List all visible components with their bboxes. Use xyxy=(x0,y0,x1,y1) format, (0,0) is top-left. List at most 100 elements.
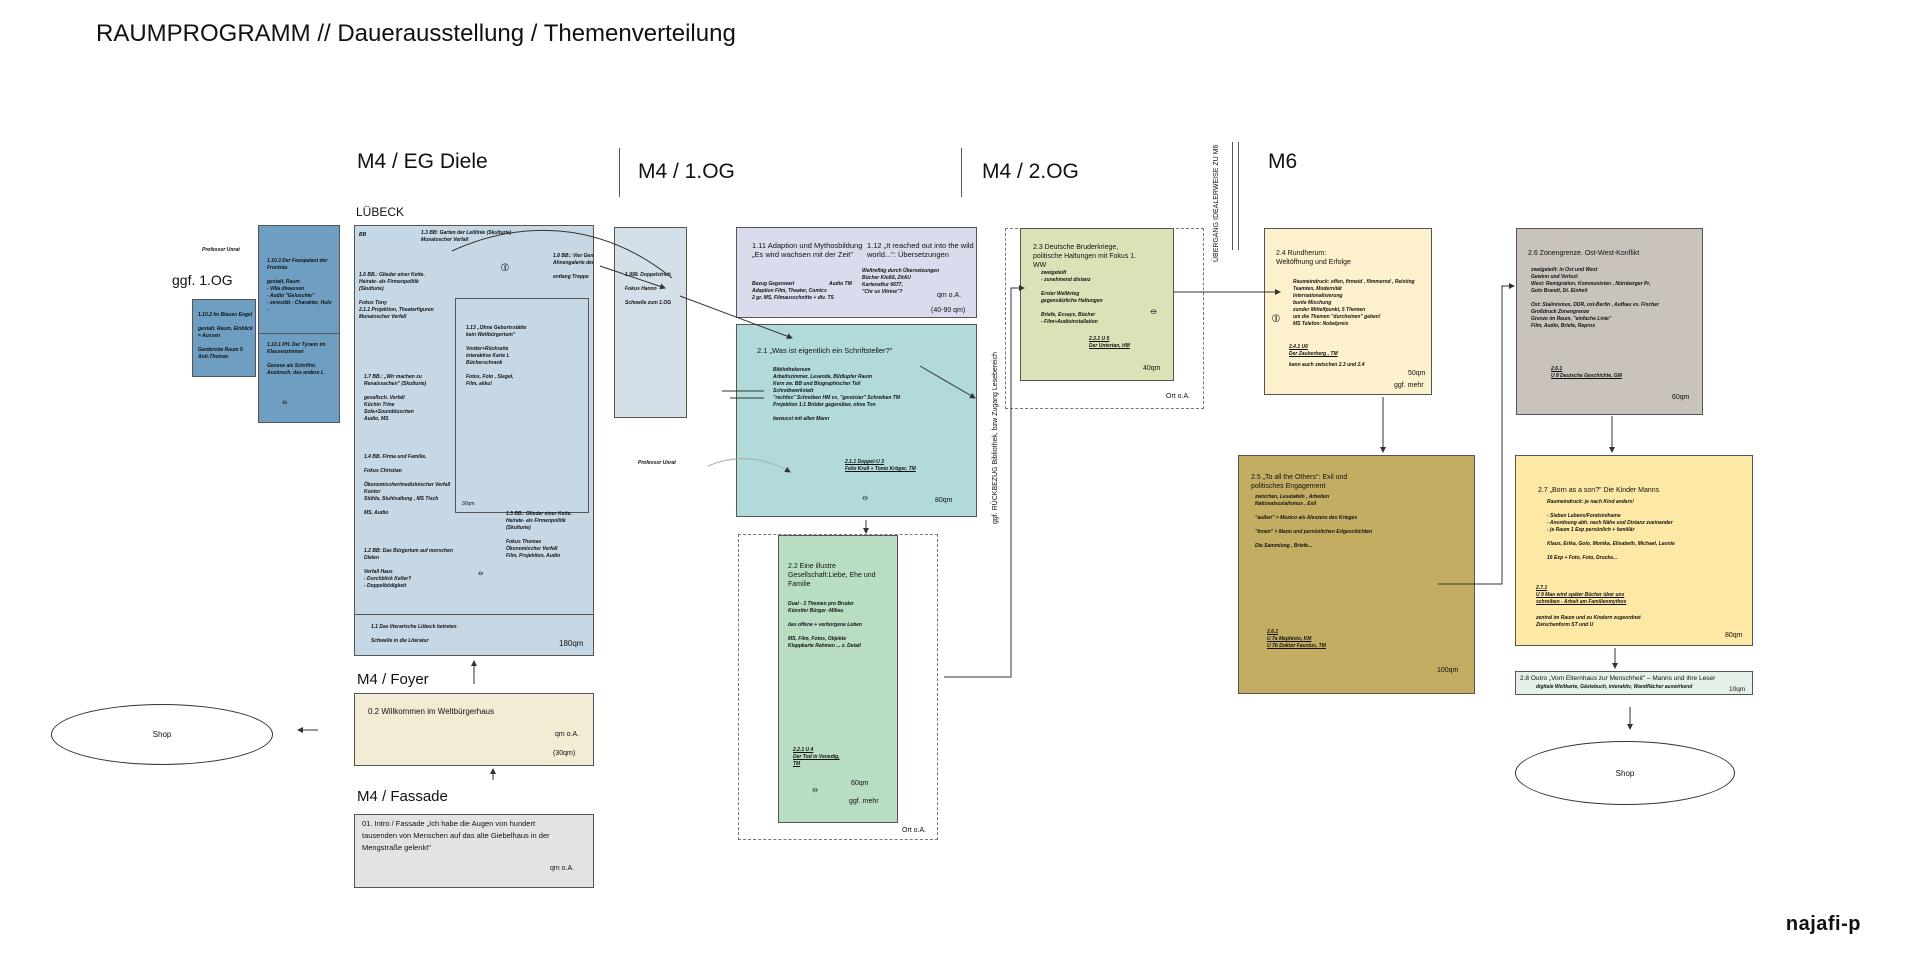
room-2-6-title: 2.6 Zonengrenze. Ost-West-Konflikt xyxy=(1528,250,1640,257)
room-2-4-note: kann auch zwischen 2.3 und 2.4 xyxy=(1289,362,1365,368)
room-1-3-text: 1.3 BB: Garten der Leitlinie (Skulturie)… xyxy=(421,230,512,243)
room-2-6[interactable]: 2.6 Zonengrenze. Ost-West-Konflikt zweig… xyxy=(1516,228,1703,415)
professor-unrat-label: Professor Unrat xyxy=(202,247,240,253)
room-2-8-area: 10qm xyxy=(1729,686,1746,693)
visit-icon: ⦵ xyxy=(861,492,870,503)
floor-heading-fassade: M4 / Fassade xyxy=(357,788,448,805)
room-eg-diele[interactable]: BB 1.3 BB: Garten der Leitlinie (Skultur… xyxy=(354,225,594,656)
room-01-intro-area: qm o.A. xyxy=(550,865,575,872)
room-1-8-text: 1.8 BB.: Vier Generationen: Die Ahnengal… xyxy=(553,253,594,280)
room-1-13[interactable]: 1.13 „Ohne Geburtsstätte kein Weltbürger… xyxy=(455,298,589,513)
room-2-7-text: Raumeindruck: je nach Kind anders! - Sie… xyxy=(1547,499,1675,561)
room-2-5-link[interactable]: 2.6.1 U 7a Mephisto, KM U 7b Doktor Faus… xyxy=(1267,629,1326,649)
room-2-1-area: 80qm xyxy=(935,497,953,504)
shop-right[interactable]: Shop xyxy=(1515,741,1735,805)
visit-icon: ⦵ xyxy=(477,567,485,577)
shop-left[interactable]: Shop xyxy=(51,704,273,765)
room-2-3-link[interactable]: 2.3.1 U 5 Der Untertan, HM xyxy=(1089,336,1130,349)
luebeck-label: LÜBECK xyxy=(356,205,405,219)
eg-bb-label: BB xyxy=(359,232,367,238)
arrow-1999-to-2-1 xyxy=(679,295,793,340)
logo: najafi-p xyxy=(1785,913,1861,935)
room-2-7-title: 2.7 „Born as a son?" Die Kinder Manns xyxy=(1538,487,1660,494)
room-2-3-text: zweigeteilt - zunehmend distanz Erster W… xyxy=(1041,270,1103,325)
arrow-eg-to-1999 xyxy=(599,265,666,290)
dashed-area-og1 xyxy=(738,534,938,840)
room-2-5[interactable]: 2.5 „To all the Others": Exil und politi… xyxy=(1238,455,1475,694)
room-1-2-text: 1.2 BB: Das Bürgertum auf morschen Diele… xyxy=(364,548,453,589)
room-1-10-2-text: 1.10.2 Im Blauen Engel gestalt. Raum, Ei… xyxy=(198,312,253,360)
separator-line xyxy=(1238,142,1239,250)
room-2-3-title: 2.3 Deutsche Bruderkriege, politische Ha… xyxy=(1033,244,1137,269)
room-2-4-title: 2.4 Rundherum: Weltöffnung und Erfolge xyxy=(1276,250,1351,266)
room-2-1-link[interactable]: 2.1.1 Doppel-U 3 Felix Krull + Tonio Krö… xyxy=(845,459,916,472)
room-2-4[interactable]: 2.4 Rundherum: Weltöffnung und Erfolge R… xyxy=(1264,228,1432,395)
room-1-13-area: 30qm xyxy=(462,501,475,507)
floor-heading-m4-1og: M4 / 1.OG xyxy=(638,160,735,183)
room-2-3[interactable]: 2.3 Deutsche Bruderkriege, politische Ha… xyxy=(1020,228,1174,381)
room-1-11-title: 1.11 Adaption und Mythosbildung „Es wird… xyxy=(752,241,863,259)
ggf-1og-label: ggf. 1.OG xyxy=(172,272,233,288)
room-2-6-area: 60qm xyxy=(1672,394,1690,401)
room-1-999[interactable]: 1.999. Doppelstrich Fokus Hanno Schwelle… xyxy=(614,227,687,418)
room-2-2-title: 2.2 Eine illustre Gesellschaft:Liebe, Eh… xyxy=(788,563,876,588)
room-2-6-link[interactable]: 2.6.1 U 8 Deutsche Geschichte, GM xyxy=(1551,366,1622,379)
page-title: RAUMPROGRAMM // Dauerausstellung / Theme… xyxy=(96,20,736,47)
room-1-11-text: Bezug Gegenwart Adaption Film, Theater, … xyxy=(752,281,834,301)
room-2-2-text: Dual - 3 Themen pro Bruder Künstler Bürg… xyxy=(788,601,862,649)
room-1-4-text: 1.4 BB. Firma und Familie. Fokus Christi… xyxy=(364,454,451,516)
room-2-7[interactable]: 2.7 „Born as a son?" Die Kinder Manns Ra… xyxy=(1515,455,1753,646)
arrow-2-5-to-2-6 xyxy=(1438,283,1515,585)
visit-icon: ⦶ xyxy=(501,262,509,274)
room-1-13-text: 1.13 „Ohne Geburtsstätte kein Weltbürger… xyxy=(466,325,527,387)
room-1-12-text: Weltrefbig durch Übersetzungen Bücher Kl… xyxy=(862,268,940,295)
room-01-intro[interactable]: 01. Intro / Fassade „Ich habe die Augen … xyxy=(354,814,594,888)
floor-heading-foyer: M4 / Foyer xyxy=(357,671,429,688)
room-2-4-area-note: ggf. mehr xyxy=(1394,382,1424,389)
floor-heading-m4-2og: M4 / 2.OG xyxy=(982,160,1079,183)
room-1-10-3-text: 1.10.3 Der Feenpalast der Fronträu gesta… xyxy=(267,258,332,313)
separator-line xyxy=(961,148,962,197)
arrow-1-11-to-2-1 xyxy=(919,365,976,399)
room-0-2-area-range: (30qm) xyxy=(553,750,576,757)
room-2-3-area: 40qm xyxy=(1143,365,1161,372)
room-2-1-title: 2.1 „Was ist eigentlich ein Schriftstell… xyxy=(757,346,893,355)
arrow-professor-curve xyxy=(707,458,791,473)
room-1-10-1-text: 1.10.1 PH. Der Tyrann im Klassenzimmer G… xyxy=(267,342,326,376)
room-2-7-note: zentral im Raum und zu Kindern zugeordne… xyxy=(1536,615,1641,628)
room-2-5-area: 100qm xyxy=(1437,667,1459,674)
room-eg-area: 180qm xyxy=(559,639,584,648)
room-2-2[interactable]: 2.2 Eine illustre Gesellschaft:Liebe, Eh… xyxy=(778,535,898,823)
room-1-12-title: 1.12 „It reached out into the wild world… xyxy=(867,241,974,259)
room-1-10-2[interactable]: 1.10.2 Im Blauen Engel gestalt. Raum, Ei… xyxy=(192,299,256,377)
room-2-8[interactable]: 2.8 Outro „Vom Elternhaus zur Menschheit… xyxy=(1515,671,1753,695)
separator-line xyxy=(619,148,620,197)
room-1-11-area-range: (40-90 qm) xyxy=(931,307,966,314)
room-2-4-link[interactable]: 2.4.1 U6 Der Zauberberg , TM xyxy=(1289,344,1338,357)
room-2-5-title: 2.5 „To all the Others": Exil und politi… xyxy=(1251,474,1348,490)
divider xyxy=(259,333,339,334)
visit-icon: ⦵ xyxy=(1149,305,1159,317)
room-1-999-text: 1.999. Doppelstrich Fokus Hanno Schwelle… xyxy=(625,272,672,306)
separator-line xyxy=(1232,142,1233,250)
room-2-2-area: 60qm xyxy=(851,780,869,787)
room-2-2-link[interactable]: 2.2.1 U 4 Der Tod in Venedig, TM xyxy=(793,747,840,767)
floor-heading-m6: M6 xyxy=(1268,150,1298,173)
arrow-2-2-to-2-3 xyxy=(944,285,1025,678)
professor-unrat-label: Professor Unrat xyxy=(638,460,676,466)
room-2-1[interactable]: 2.1 „Was ist eigentlich ein Schriftstell… xyxy=(736,324,977,517)
arrow-eg-curve xyxy=(451,229,673,279)
room-0-2[interactable]: 0.2 Willkommen im Weltbürgerhaus qm o.A.… xyxy=(354,693,594,766)
room-2-1-text: Bibliothekenum Arbeitszimmer, Lesende, B… xyxy=(773,367,901,422)
room-01-intro-title: 01. Intro / Fassade „Ich habe die Augen … xyxy=(362,819,550,852)
room-2-7-link[interactable]: 2.7.1 U 9 Man wird später Bücher über un… xyxy=(1536,585,1627,605)
ort-label-og2: Ort o.A. xyxy=(1166,393,1191,400)
room-1-11-1-12[interactable]: 1.11 Adaption und Mythosbildung „Es wird… xyxy=(736,227,977,318)
room-2-6-text: zweigeteilt: in Ost und West Gewinn und … xyxy=(1531,267,1659,329)
room-1-1-text: 1.1 Das literarische Lübeck betreten Sch… xyxy=(371,624,457,644)
room-1-5-text: 1.5 BB.: Glieder einer Kette. Heirate- a… xyxy=(506,511,572,559)
room-2-5-text: zwischen, Lesetafeln , Arbeiten National… xyxy=(1255,494,1373,549)
room-1-10-3[interactable]: 1.10.3 Der Feenpalast der Fronträu gesta… xyxy=(258,225,340,423)
room-1-6-text: 1.6 BB.: Glieder einer Kette. Heirate- a… xyxy=(359,272,434,320)
